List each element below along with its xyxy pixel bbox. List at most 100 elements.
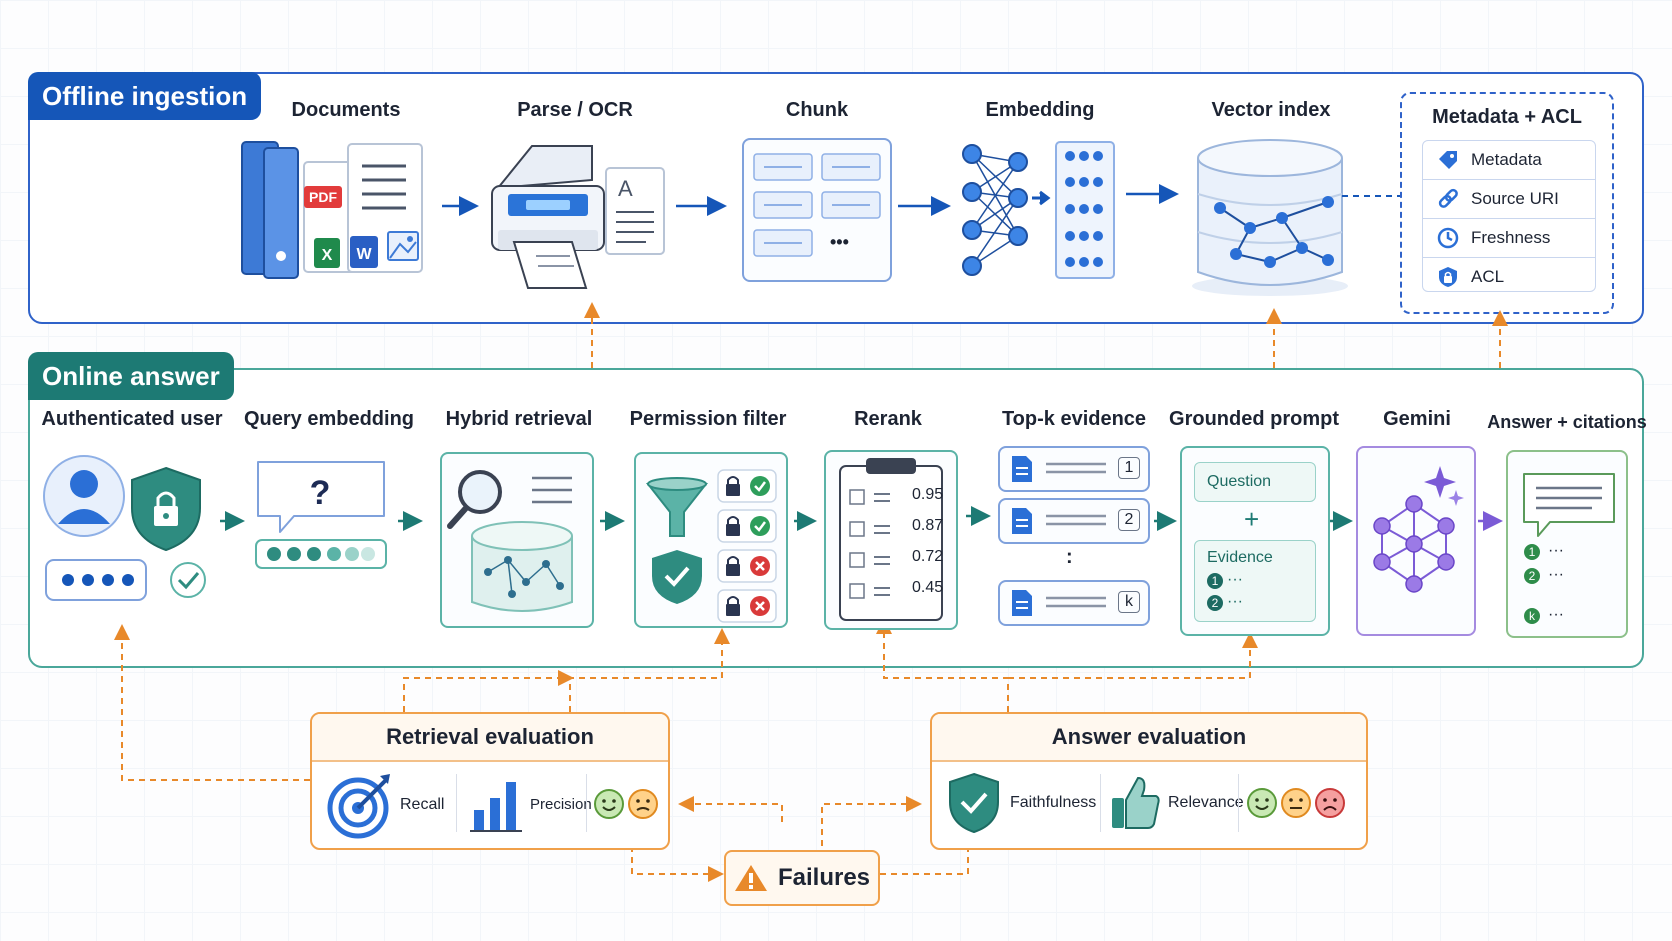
offline-lane-title: Offline ingestion <box>28 72 262 120</box>
excel-badge: X <box>322 247 333 264</box>
evidence-card: 1 <box>998 446 1150 492</box>
query-embedding-icon: ? <box>255 461 387 569</box>
citation-badge: 1 <box>1524 544 1540 560</box>
link-retrieval-eval-to-user <box>114 624 310 781</box>
step-grounded-prompt-label: Grounded prompt <box>1169 408 1339 430</box>
grounded-prompt-card: Question + Evidence 1 ··· 2 ··· <box>1180 446 1330 636</box>
documents-icon: PDF X W <box>241 141 423 279</box>
hybrid-retrieval-card <box>440 452 594 628</box>
tag-icon <box>1439 151 1457 169</box>
metadata-acl-box: Metadata + ACL Metadata Source URI Fresh… <box>1400 92 1614 314</box>
source-uri-item-label: Source URI <box>1471 189 1559 208</box>
chunk-card: ••• <box>742 138 892 282</box>
precision-label: Precision <box>530 796 592 813</box>
evidence-card: 2 <box>998 498 1150 544</box>
answer-evaluation-title: Answer evaluation <box>932 714 1366 762</box>
step-embedding-label: Embedding <box>985 99 1095 121</box>
bar-chart-icon <box>470 782 522 832</box>
citation-badge: 2 <box>1524 568 1540 584</box>
step-query-embedding-label: Query embedding <box>243 408 415 430</box>
topk-evidence-group: 1 2 : k <box>998 446 1150 628</box>
retrieval-evaluation-title: Retrieval evaluation <box>312 714 668 762</box>
evidence-dots: ··· <box>1227 571 1243 588</box>
rerank-score: 0.95 <box>912 486 944 503</box>
link-answer-eval-to-rerank <box>876 618 1009 712</box>
answer-evaluation-box: Answer evaluation Faithfulness Relevance <box>930 712 1368 850</box>
acl-item-label: ACL <box>1471 267 1505 286</box>
source-uri-item: Source URI <box>1423 180 1595 219</box>
step-answer-citations-label: Answer + citations <box>1487 412 1647 432</box>
authenticated-user-icon <box>43 455 206 601</box>
link-icon <box>1438 188 1458 208</box>
step-chunk-label: Chunk <box>785 99 849 121</box>
word-badge: W <box>356 246 372 263</box>
evidence-rank: k <box>1118 591 1140 613</box>
link-answer-eval-to-prompt <box>1008 632 1258 679</box>
evidence-rank: 1 <box>1118 457 1140 479</box>
metadata-acl-title: Metadata + ACL <box>1432 106 1582 128</box>
step-authenticated-user-label: Authenticated user <box>41 408 223 430</box>
metric-divider <box>1238 774 1239 832</box>
step-hybrid-retrieval-label: Hybrid retrieval <box>445 408 593 430</box>
answer-citations-card: 1 ··· 2 ··· k ··· <box>1506 450 1628 638</box>
prompt-plus: + <box>1244 504 1260 534</box>
hybrid-retrieval-icon <box>447 470 573 612</box>
retrieval-evaluation-box: Retrieval evaluation Recall Precision <box>310 712 670 850</box>
evidence-number-badge: 1 <box>1207 573 1223 589</box>
embedding-icon <box>962 141 1115 279</box>
citation-dots: ··· <box>1548 542 1564 559</box>
metric-divider <box>456 774 457 832</box>
recall-label: Recall <box>400 796 445 813</box>
clock-icon <box>1437 227 1459 249</box>
step-documents-label: Documents <box>291 99 401 121</box>
citation-dots: ··· <box>1548 606 1564 623</box>
prompt-question-box: Question <box>1194 462 1316 502</box>
metadata-list: Metadata Source URI Freshness ACL <box>1422 140 1596 292</box>
ocr-letter: A <box>618 176 633 201</box>
satisfaction-faces-icon <box>594 789 658 819</box>
citation-dots: ··· <box>1548 566 1564 583</box>
metadata-item-label: Metadata <box>1471 150 1542 169</box>
prompt-evidence-box: Evidence 1 ··· 2 ··· <box>1194 540 1316 622</box>
document-icon <box>1012 456 1106 482</box>
prompt-evidence-label: Evidence <box>1207 549 1273 566</box>
online-lane-title: Online answer <box>28 352 234 400</box>
step-vector-index-label: Vector index <box>1211 99 1331 121</box>
evidence-number-badge: 2 <box>1207 595 1223 611</box>
rerank-card: 0.95 0.87 0.72 0.45 <box>824 450 958 630</box>
faithfulness-label: Faithfulness <box>1010 794 1097 811</box>
acl-item: ACL <box>1423 258 1595 296</box>
link-answer-to-failures <box>878 846 969 875</box>
document-icon <box>1012 508 1106 534</box>
citation-badge: k <box>1524 608 1540 624</box>
link-failures-to-retrieval <box>678 796 783 822</box>
step-topk-evidence-label: Top-k evidence <box>1001 408 1147 430</box>
prompt-question-label: Question <box>1207 473 1272 490</box>
lock-icon <box>1439 267 1457 287</box>
warning-icon <box>734 865 767 891</box>
chunk-grid-icon <box>753 153 881 257</box>
satisfaction-faces-icon <box>1247 788 1345 818</box>
question-mark: ? <box>310 474 331 512</box>
rerank-score: 0.87 <box>912 517 944 534</box>
rerank-score: 0.72 <box>912 548 944 565</box>
relevance-label: Relevance <box>1168 794 1244 811</box>
pdf-badge: PDF <box>309 189 337 205</box>
failures-label: Failures <box>777 864 871 891</box>
link-retrieval-eval-to-filter <box>403 628 730 712</box>
metric-divider <box>1100 774 1101 832</box>
target-icon <box>327 774 390 839</box>
freshness-item-label: Freshness <box>1471 228 1551 247</box>
freshness-item: Freshness <box>1423 219 1595 258</box>
permission-filter-icon <box>645 469 777 623</box>
thumbs-up-icon <box>1112 776 1160 829</box>
evidence-card: k <box>998 580 1150 626</box>
chunk-more: ••• <box>830 232 849 252</box>
scanner-icon: A <box>491 145 665 289</box>
metric-divider <box>586 774 587 832</box>
evidence-more: : <box>1066 546 1073 568</box>
failures-box: Failures <box>724 850 880 906</box>
evidence-rank: 2 <box>1118 509 1140 531</box>
step-gemini-label: Gemini <box>1383 408 1451 430</box>
